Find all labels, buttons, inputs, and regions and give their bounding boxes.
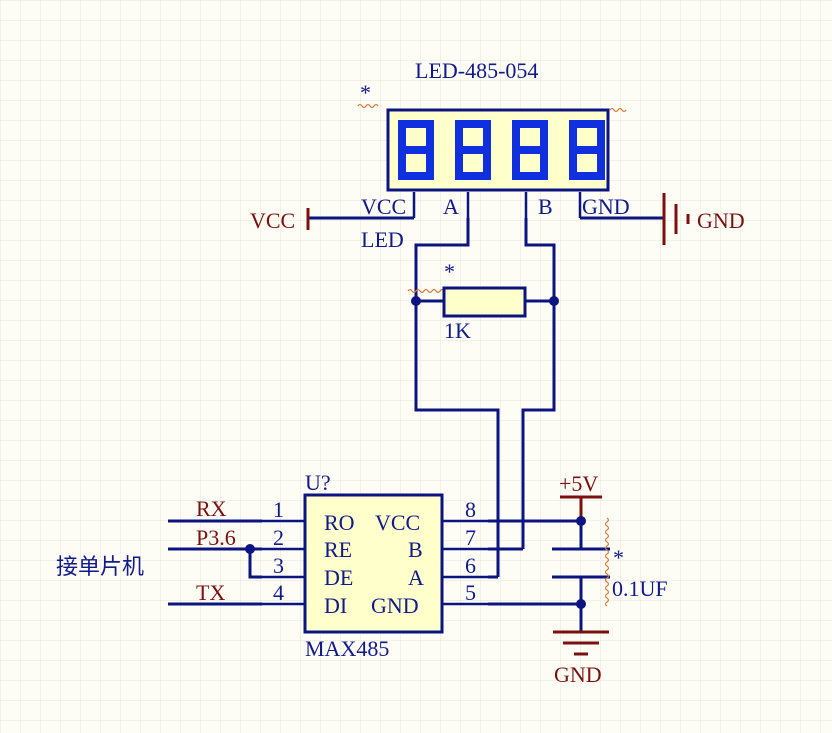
- digit-segment: [398, 146, 434, 154]
- resistor-body: [442, 286, 527, 318]
- display-designator: *: [360, 80, 371, 105]
- digit-segment: [512, 120, 520, 150]
- digit-segment: [426, 150, 434, 180]
- ic-pin-7-number: 7: [465, 525, 476, 550]
- display-pin-gnd-label: GND: [582, 194, 630, 219]
- ic-right-wiring: [488, 519, 581, 606]
- ic-pin-6-number: 6: [465, 553, 476, 578]
- bus-a-wire: [414, 218, 500, 577]
- capacitor-0-1uf: * 0.1UF: [552, 516, 668, 632]
- digit-segment: [569, 146, 605, 154]
- digit-segment: [540, 150, 548, 180]
- ic-body: [303, 493, 444, 634]
- digit-segment: [569, 150, 577, 180]
- digit-segment: [512, 120, 548, 128]
- digit-segment: [398, 172, 434, 180]
- junction-dot: [576, 599, 586, 609]
- ic-pin-4-name: DI: [324, 593, 347, 618]
- digit-segment: [483, 150, 491, 180]
- ic-pin-5-name: GND: [371, 593, 419, 618]
- mcu-side-nets: RX P3.6 TX 接单片机: [56, 496, 262, 606]
- vcc-port-label: VCC: [250, 208, 295, 233]
- digit-segment: [455, 146, 491, 154]
- capacitor-marker: [604, 517, 610, 607]
- display-marker-right: [609, 107, 627, 113]
- ic-pin-3-number: 3: [273, 553, 284, 578]
- ic-pin-2-number: 2: [273, 525, 284, 550]
- display-led-label: LED: [361, 227, 404, 252]
- digit-segment: [426, 120, 434, 150]
- resistor-value: 1K: [444, 318, 471, 343]
- digit-segment: [455, 120, 463, 150]
- ic-pin-7-name: B: [408, 537, 423, 562]
- digit-segment: [398, 150, 406, 180]
- resistor-designator: *: [444, 259, 455, 284]
- ic-pin-1-name: RO: [324, 510, 355, 535]
- capacitor-designator: *: [613, 545, 624, 570]
- led-display-module: LED-485-054 * VCC A B GND LED: [357, 58, 630, 252]
- rx-net-label: RX: [196, 496, 227, 521]
- vcc-power-port: VCC: [250, 208, 414, 233]
- ic-pin-3-name: DE: [324, 565, 353, 590]
- display-digits: [398, 120, 605, 180]
- digit-segment: [597, 120, 605, 150]
- resistor-1k: * 1K: [407, 259, 559, 343]
- display-marker-left: [357, 103, 379, 109]
- digit-segment: [512, 172, 548, 180]
- digit-segment: [398, 120, 434, 128]
- digit-segment: [398, 120, 406, 150]
- gnd-symbol-top: GND: [580, 193, 745, 245]
- junction-dot: [549, 296, 559, 306]
- ic-pin-5-number: 5: [465, 580, 476, 605]
- digit-segment: [569, 120, 605, 128]
- display-pin-a-label: A: [443, 194, 459, 219]
- ic-pin-2-name: RE: [324, 537, 352, 562]
- display-title: LED-485-054: [415, 58, 538, 83]
- digit-segment: [455, 150, 463, 180]
- digit-segment: [483, 120, 491, 150]
- max485-ic: U? MAX485 1 2 3 4 RO RE DE DI 8 7 6 5 VC…: [262, 470, 488, 661]
- junction-dot: [411, 296, 421, 306]
- re-de-tie-wire: [248, 549, 262, 579]
- ic-pin-6-name: A: [408, 565, 424, 590]
- ic-pin-4-number: 4: [273, 580, 284, 605]
- digit-segment: [512, 150, 520, 180]
- bus-b-wire: [521, 218, 556, 549]
- plus5v-label: +5V: [559, 471, 598, 496]
- mcu-connection-label: 接单片机: [56, 555, 144, 580]
- ic-designator: U?: [305, 470, 331, 495]
- ic-pin-8-name: VCC: [375, 510, 420, 535]
- junction-dot: [245, 544, 255, 554]
- ic-pin-1-number: 1: [273, 497, 284, 522]
- display-pin-b-label: B: [538, 194, 553, 219]
- digit-segment: [569, 172, 605, 180]
- digit-segment: [455, 172, 491, 180]
- digit-segment: [512, 146, 548, 154]
- digit-segment: [569, 120, 577, 150]
- plus5v-power-port: +5V: [559, 471, 602, 521]
- ab-bus-wiring: [414, 218, 556, 577]
- digit-segment: [540, 120, 548, 150]
- tx-net-label: TX: [196, 580, 225, 605]
- ic-pin-8-number: 8: [465, 497, 476, 522]
- digit-segment: [455, 120, 491, 128]
- capacitor-value: 0.1UF: [612, 576, 668, 601]
- p36-net-label: P3.6: [196, 525, 236, 550]
- digit-segment: [597, 150, 605, 180]
- gnd-bottom-label: GND: [554, 662, 602, 687]
- gnd-top-label: GND: [697, 208, 745, 233]
- display-pin-vcc-label: VCC: [361, 194, 406, 219]
- gnd-symbol-bottom: GND: [553, 630, 609, 687]
- ic-part-name: MAX485: [305, 636, 389, 661]
